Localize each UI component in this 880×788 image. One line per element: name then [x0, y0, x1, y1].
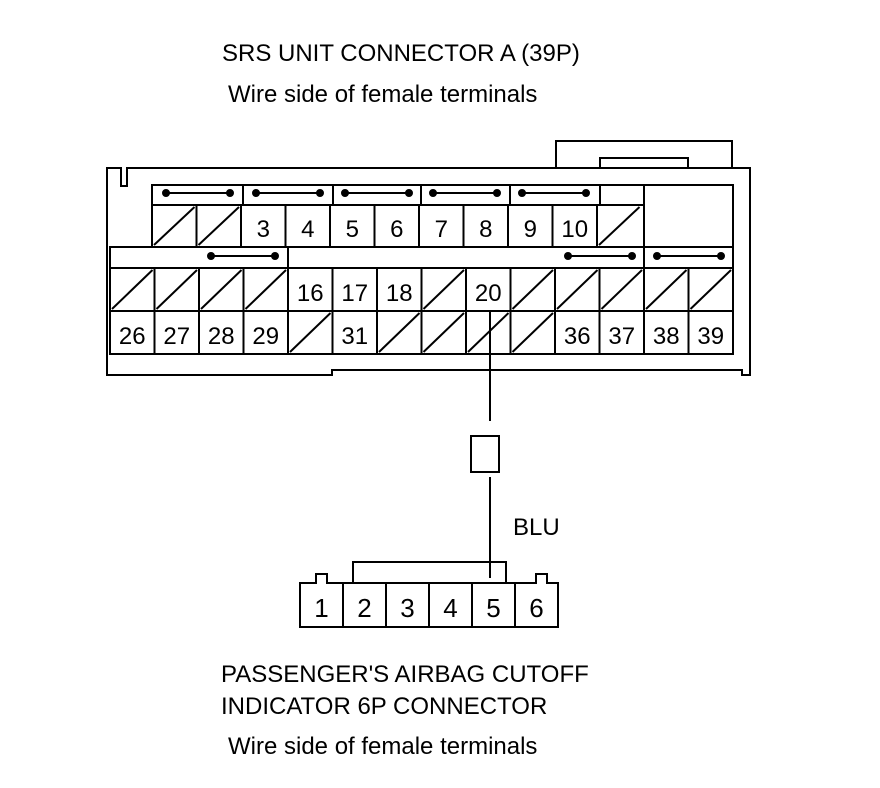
shorting-bar-dot — [582, 189, 590, 197]
terminal-label-17: 17 — [341, 280, 368, 307]
unused-terminal-slash — [422, 269, 465, 310]
terminal-label-6: 6 — [390, 216, 403, 243]
shorting-bar-dot — [493, 189, 501, 197]
terminal-label-16: 16 — [297, 280, 324, 307]
unused-terminal-slash — [244, 269, 287, 310]
terminal-label-31: 31 — [341, 323, 368, 350]
unused-terminal-slash — [111, 269, 154, 310]
unused-terminal-slash — [197, 206, 240, 246]
pin-label-2: 2 — [357, 593, 371, 623]
shorting-bar-dot — [316, 189, 324, 197]
pin-label-1: 1 — [314, 593, 328, 623]
terminal-label-26: 26 — [119, 323, 146, 350]
top-connector-lock-slot — [599, 157, 689, 168]
unused-terminal-slash — [598, 206, 641, 246]
shorting-bar-dot — [162, 189, 170, 197]
bottom-connector-subtitle: Wire side of female terminals — [228, 733, 537, 760]
terminal-label-39: 39 — [697, 323, 724, 350]
bottom-connector-title-line1: PASSENGER'S AIRBAG CUTOFF — [221, 661, 589, 688]
pin-label-3: 3 — [400, 593, 414, 623]
shorting-bar-dot — [564, 252, 572, 260]
top-connector-housing — [106, 167, 751, 376]
pin-label-5: 5 — [486, 593, 500, 623]
unused-terminal-slash — [155, 269, 198, 310]
terminal-label-29: 29 — [252, 323, 279, 350]
terminal-label-38: 38 — [653, 323, 680, 350]
pin-label-4: 4 — [443, 593, 457, 623]
top-connector-lock-tab — [555, 140, 733, 168]
shorting-bar-dot — [628, 252, 636, 260]
unused-terminal-slash — [600, 269, 643, 310]
unused-terminal-slash — [289, 312, 332, 353]
shorting-bar-dot — [341, 189, 349, 197]
shorting-bar-dot — [271, 252, 279, 260]
terminal-label-8: 8 — [479, 216, 492, 243]
terminal-label-27: 27 — [163, 323, 190, 350]
bottom-connector-title-line2: INDICATOR 6P CONNECTOR — [221, 693, 547, 720]
terminal-label-7: 7 — [435, 216, 448, 243]
terminal-label-3: 3 — [257, 216, 270, 243]
terminal-label-37: 37 — [608, 323, 635, 350]
terminal-label-9: 9 — [524, 216, 537, 243]
shorting-bar-dot — [226, 189, 234, 197]
top-connector-subtitle: Wire side of female terminals — [228, 81, 537, 108]
bottom-connector-housing — [299, 573, 559, 628]
shorting-bar-dot — [207, 252, 215, 260]
shorting-bar-dot — [252, 189, 260, 197]
pin-label-6: 6 — [529, 593, 543, 623]
terminal-label-36: 36 — [564, 323, 591, 350]
shorting-bar-dot — [653, 252, 661, 260]
unused-terminal-slash — [556, 269, 599, 310]
inline-connector — [470, 435, 500, 473]
wire-color-label: BLU — [513, 514, 560, 541]
bottom-connector-lock-tab — [352, 561, 507, 583]
unused-terminal-slash — [511, 312, 554, 353]
terminal-label-5: 5 — [346, 216, 359, 243]
unused-terminal-slash — [200, 269, 243, 310]
terminal-label-18: 18 — [386, 280, 413, 307]
terminal-label-10: 10 — [561, 216, 588, 243]
unused-terminal-slash — [153, 206, 196, 246]
terminal-label-28: 28 — [208, 323, 235, 350]
unused-terminal-slash — [467, 312, 510, 353]
shorting-bar-dot — [518, 189, 526, 197]
unused-terminal-slash — [422, 312, 465, 353]
unused-terminal-slash — [511, 269, 554, 310]
top-connector-title: SRS UNIT CONNECTOR A (39P) — [222, 40, 580, 67]
unused-terminal-slash — [378, 312, 421, 353]
shorting-bar-dot — [429, 189, 437, 197]
terminal-label-4: 4 — [301, 216, 314, 243]
shorting-bar-dot — [405, 189, 413, 197]
unused-terminal-slash — [689, 269, 732, 310]
unused-terminal-slash — [645, 269, 688, 310]
terminal-label-20: 20 — [475, 280, 502, 307]
shorting-bar-dot — [717, 252, 725, 260]
